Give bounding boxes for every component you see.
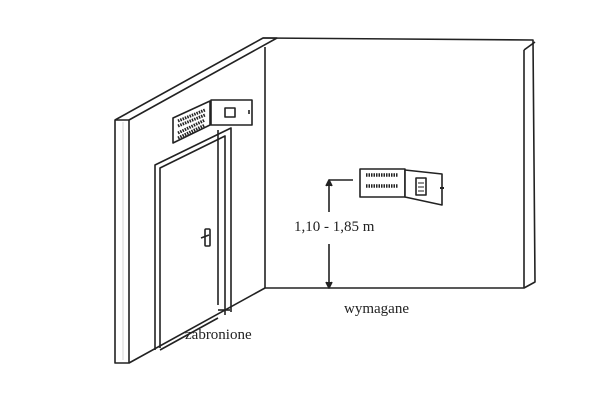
panel-above-door [172, 99, 253, 144]
required-label: wymagane [344, 301, 409, 317]
height-range-label: 1,10 - 1,85 m [294, 219, 375, 235]
left-wall [114, 37, 278, 364]
panel-on-back-wall [359, 168, 444, 206]
height-dimension-line [325, 179, 353, 289]
door-handle-icon [200, 228, 211, 247]
forbidden-label: zabronione [185, 327, 252, 343]
door [154, 127, 232, 351]
back-wall [262, 37, 536, 289]
